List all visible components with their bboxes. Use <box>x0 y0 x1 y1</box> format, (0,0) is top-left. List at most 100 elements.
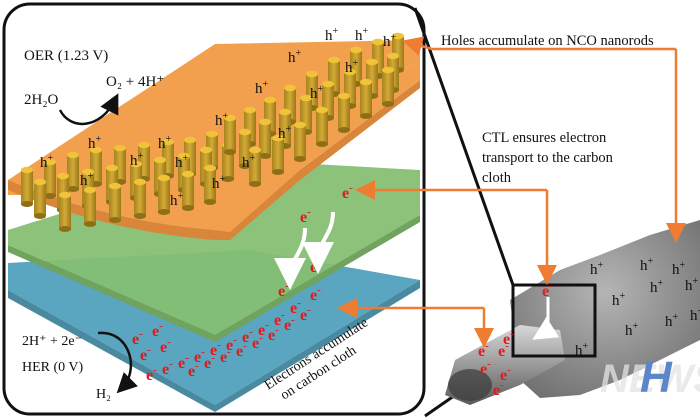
hole-symbol: h+ <box>170 191 184 209</box>
electron-symbol: e- <box>290 297 301 317</box>
nanorod <box>272 134 284 175</box>
hole-symbol: h+ <box>672 260 686 278</box>
electron-symbol: e- <box>258 319 269 339</box>
nanorod <box>84 186 96 227</box>
ctl-callout-line1: CTL ensures electron <box>482 130 607 146</box>
electron-symbol: e- <box>194 346 205 366</box>
her-label: HER (0 V) <box>22 360 84 375</box>
hole-symbol: h+ <box>575 341 589 359</box>
nanorod <box>182 170 194 211</box>
nanorod <box>67 151 79 192</box>
electron-symbol: e- <box>160 336 171 356</box>
hole-symbol: h+ <box>40 153 54 171</box>
electron-symbol: e- <box>178 352 189 372</box>
holes-callout-text: Holes accumulate on NCO nanorods <box>441 33 654 49</box>
hole-symbol: h+ <box>80 171 94 189</box>
electron-symbol: e- <box>500 364 511 384</box>
electron-symbol: e- <box>132 328 143 348</box>
electron-symbol: e- <box>162 358 173 378</box>
zoom-connector-top <box>413 7 515 286</box>
hole-symbol: h+ <box>640 256 654 274</box>
hole-symbol: h+ <box>158 134 172 152</box>
nanorod <box>224 114 236 155</box>
hole-symbol: h+ <box>650 278 664 296</box>
electron-symbol: e- <box>493 379 504 399</box>
watermark-h: H <box>640 353 673 402</box>
hole-symbol: h+ <box>212 174 226 192</box>
electron-symbol: e- <box>242 326 253 346</box>
electron-symbol: e- <box>146 364 157 384</box>
electron-symbol: e- <box>252 332 263 352</box>
nanorod <box>134 178 146 219</box>
hole-symbol: h+ <box>612 291 626 309</box>
nanorod <box>249 146 261 187</box>
nanorod <box>21 166 33 207</box>
electron-symbol: e- <box>204 352 215 372</box>
nanorod <box>382 66 394 107</box>
electron-symbol: e- <box>236 340 247 360</box>
electron-symbol: e- <box>268 324 279 344</box>
hole-symbol: h+ <box>175 153 189 171</box>
nanorod <box>338 92 350 133</box>
nanorod <box>109 182 121 223</box>
schematic-frame <box>2 2 426 416</box>
electron-symbol: e- <box>210 339 221 359</box>
electron-symbol: e- <box>188 360 199 380</box>
hole-symbol: h+ <box>690 306 700 324</box>
watermark-news: NEWS <box>600 357 700 401</box>
oer-reaction-arrow <box>58 93 119 126</box>
electron-transfer-arrow <box>274 227 307 290</box>
hole-symbol: h+ <box>255 79 269 97</box>
hole-symbol: h+ <box>310 84 324 102</box>
ctl-callout-line3: cloth <box>482 170 512 186</box>
nanorod <box>204 164 216 205</box>
hole-symbol: h+ <box>383 32 397 50</box>
electron-symbol: e- <box>300 304 311 324</box>
electron-symbol: e- <box>310 284 321 304</box>
oer-reactant: 2H₂O <box>24 92 59 108</box>
sem-electron-arrow <box>532 297 560 340</box>
hole-symbol: h+ <box>685 276 699 294</box>
her-reactant: 2H⁺ + 2e⁻ <box>22 334 82 349</box>
hole-symbol: h+ <box>242 153 256 171</box>
nanorod <box>294 121 306 162</box>
nco-nanorods <box>21 32 404 232</box>
electron-symbol: e- <box>498 340 509 360</box>
nanorod <box>158 174 170 215</box>
hole-symbol: h+ <box>355 26 369 44</box>
electron-symbol: e- <box>220 346 231 366</box>
sem-zoom-box <box>511 283 597 358</box>
nanorod <box>259 118 271 159</box>
hole-symbol: h+ <box>215 111 229 129</box>
nanorod <box>59 191 71 232</box>
hole-labels: h+h+h+h+h+h+h+h+h+h+h+h+h+h+h+h+h+h+h+h+… <box>40 26 700 359</box>
electron-symbol: e- <box>284 314 295 334</box>
oer-product: O₂ + 4H⁺ <box>106 74 164 90</box>
holes-callout-arrow <box>402 36 676 56</box>
sem-image: NEWS H <box>445 220 700 405</box>
electron-symbol: e- <box>226 334 237 354</box>
nanorod <box>360 78 372 119</box>
nanorod <box>44 158 56 199</box>
oer-label: OER (1.23 V) <box>24 48 108 64</box>
nanorod <box>239 128 251 169</box>
hole-symbol: h+ <box>130 151 144 169</box>
electron-symbol: e- <box>152 320 163 340</box>
electron-symbol: e- <box>542 280 553 300</box>
electron-symbol: e- <box>274 309 285 329</box>
ctl-callout-line2: transport to the carbon <box>482 150 614 166</box>
electron-symbol: e- <box>300 206 311 226</box>
electron-symbol: e- <box>503 328 514 348</box>
electron-symbol: e- <box>342 182 353 202</box>
nanorod <box>316 106 328 147</box>
hole-symbol: h+ <box>325 26 339 44</box>
hole-symbol: h+ <box>278 124 292 142</box>
nanorod <box>34 178 46 219</box>
hole-symbol: h+ <box>288 48 302 66</box>
hole-symbol: h+ <box>590 260 604 278</box>
hole-symbol: h+ <box>665 312 679 330</box>
hole-symbol: h+ <box>625 321 639 339</box>
electron-symbol: e- <box>140 344 151 364</box>
electron-symbol: e- <box>480 358 491 378</box>
